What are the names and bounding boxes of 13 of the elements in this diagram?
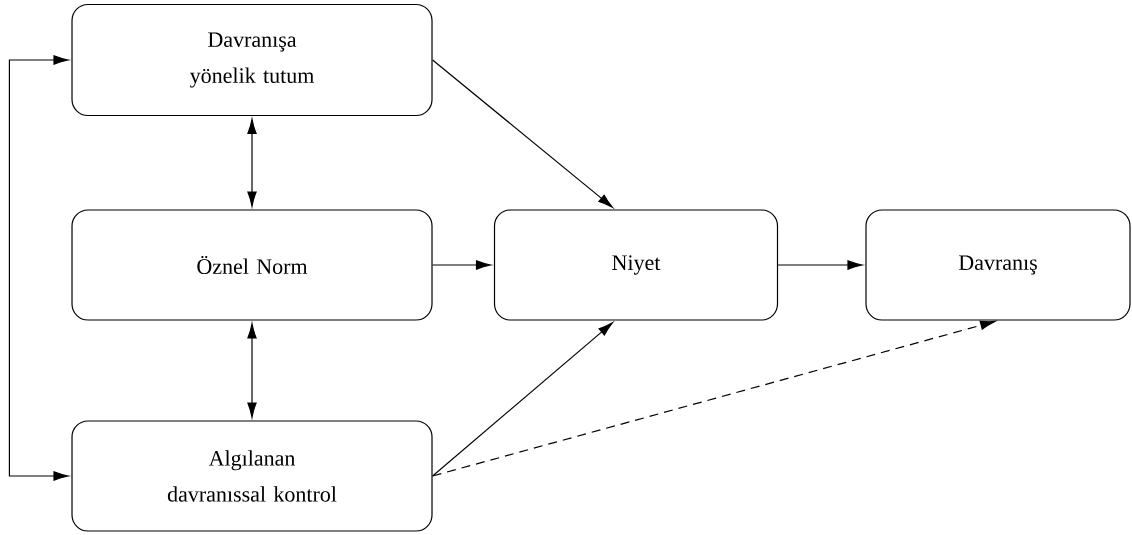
arrow (247, 323, 257, 418)
arrow (432, 260, 492, 270)
arrow (247, 118, 257, 207)
arrow (432, 322, 614, 477)
process-box: Niyet (493, 209, 779, 321)
arrow (777, 260, 863, 270)
arrow (8, 55, 69, 481)
process-box: Davranış (865, 209, 1131, 321)
arrow (432, 59, 614, 208)
process-box: Algılanan davranıssal kontrol (71, 420, 433, 532)
arrow (432, 320, 996, 477)
process-box: Öznel Norm (71, 209, 433, 321)
process-box: Davranışa yönelik tutum (71, 3, 433, 117)
